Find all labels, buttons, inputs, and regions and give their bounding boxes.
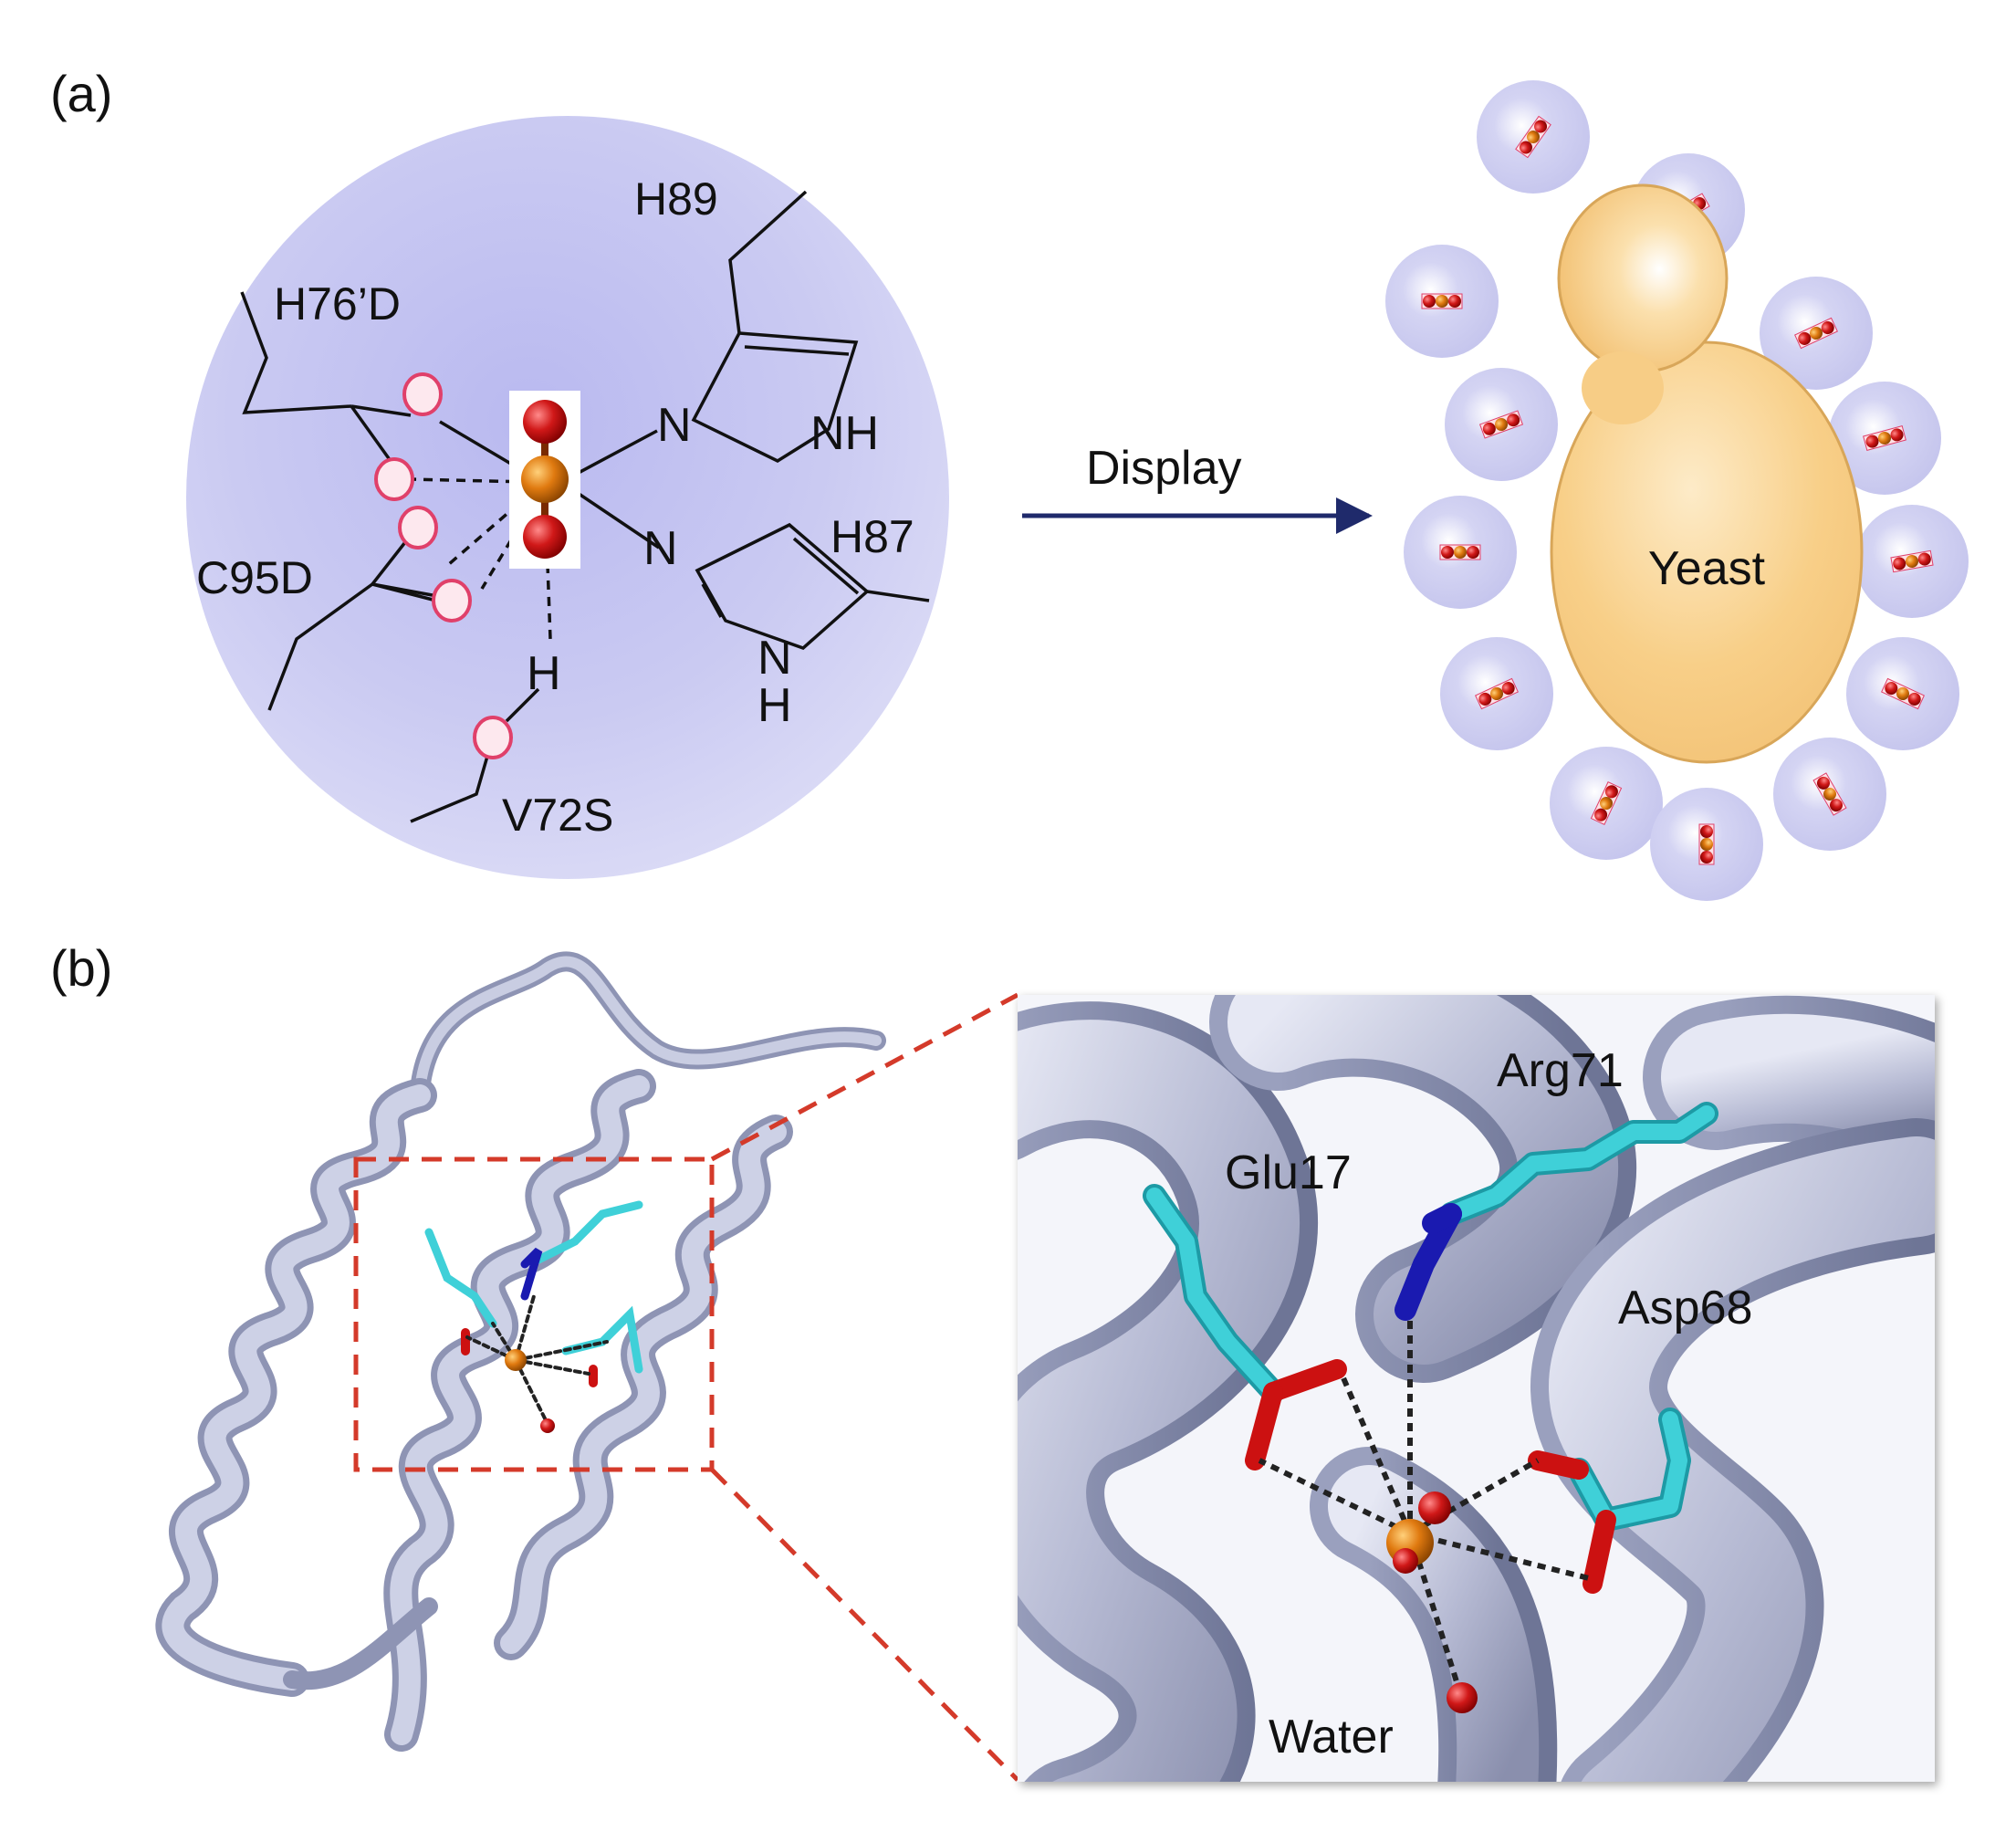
oxygen-ring-4	[432, 579, 472, 623]
protein-ribbon	[155, 951, 886, 1752]
atom-n-upper: N	[657, 399, 692, 452]
surface-protein-10	[1846, 637, 1959, 750]
oxygen-sphere-bottom	[523, 515, 567, 559]
oxygen-ring-2	[374, 457, 414, 501]
atom-n-lower: N	[643, 522, 678, 575]
atom-h-bond: H	[527, 647, 561, 700]
atom-labels: N NH N N H H	[527, 399, 879, 732]
surface-protein-7	[1404, 496, 1517, 609]
yeast-label: Yeast	[1648, 542, 1766, 595]
panel-a-label: (a)	[50, 65, 112, 122]
surface-protein-1	[1477, 80, 1590, 194]
residue-h76d: H76’D	[274, 278, 401, 330]
inset-o2-sphere-1	[1418, 1491, 1451, 1524]
inset-coordination-dashes	[1258, 1319, 1593, 1694]
glu17-sticks	[1143, 1184, 1347, 1470]
surface-protein-4	[1760, 277, 1873, 390]
residue-h87: H87	[830, 511, 914, 562]
inset-labels: Arg71 Glu17 Asp68 Water	[1225, 1044, 1752, 1764]
oxygen-ring-3	[398, 506, 438, 549]
display-arrow: Display	[1022, 442, 1373, 534]
overview-active-site	[424, 1200, 643, 1433]
residue-water: Water	[1269, 1711, 1394, 1764]
arg71-sticks	[1394, 1102, 1718, 1321]
atom-h-ring: H	[757, 679, 792, 732]
residue-v72s: V72S	[502, 790, 613, 841]
oxygen-atoms	[374, 372, 513, 759]
o2-metal-cluster	[509, 391, 580, 569]
surface-protein-9	[1440, 637, 1553, 750]
residue-glu17: Glu17	[1225, 1146, 1352, 1199]
surface-protein-3	[1385, 245, 1499, 358]
surface-protein-5	[1445, 368, 1558, 481]
residue-labels-a: H89 H76’D C95D H87 V72S	[196, 173, 914, 841]
metal-sphere	[521, 455, 569, 503]
asp68-sticks	[1528, 1408, 1691, 1594]
display-label: Display	[1086, 442, 1242, 495]
water-sphere	[1447, 1682, 1478, 1713]
residue-c95d: C95D	[196, 552, 313, 603]
atom-n-ring: N	[757, 632, 792, 685]
surface-protein-13	[1773, 738, 1886, 851]
residue-asp68: Asp68	[1618, 1282, 1752, 1334]
zoom-box	[353, 992, 1019, 1782]
oxygen-sphere-top	[523, 400, 567, 444]
zoom-inset: Arg71 Glu17 Asp68 Water	[1018, 995, 1935, 1782]
yeast-cell: Yeast	[1550, 183, 1864, 764]
surface-protein-6	[1828, 382, 1941, 495]
surface-protein-12	[1650, 788, 1763, 901]
oxygen-ring-5	[473, 716, 513, 759]
surface-protein-11	[1550, 747, 1663, 860]
inset-o2-sphere-2	[1393, 1548, 1418, 1574]
panel-b-label: (b)	[50, 939, 112, 997]
atom-nh-upper: NH	[810, 407, 879, 460]
surface-proteins	[1385, 80, 1969, 901]
residue-arg71: Arg71	[1497, 1044, 1624, 1097]
residue-h89: H89	[634, 173, 718, 225]
surface-protein-8	[1855, 505, 1969, 618]
oxygen-ring-1	[402, 372, 443, 416]
